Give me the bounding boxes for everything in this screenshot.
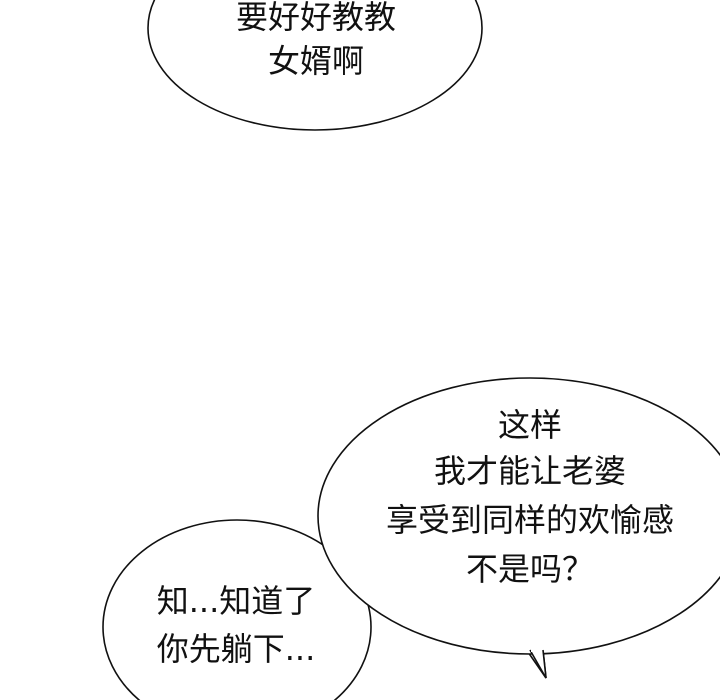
bubble-text-line: 你先躺下...: [157, 630, 316, 668]
speech-bubble-left: 知...知道了 你先躺下...: [102, 519, 372, 700]
bubble-text-line: 知...知道了: [157, 582, 316, 620]
bubble-text-line: 这样: [498, 406, 562, 444]
speech-bubble-right: 这样 我才能让老婆 享受到同样的欢愉感 不是吗？: [317, 377, 720, 679]
speech-bubble-top: 要好好教教 女婿啊: [147, 0, 483, 131]
bubble-text-line: 享受到同样的欢愉感: [386, 501, 674, 539]
bubble-text-line: 要好好教教: [236, 0, 396, 36]
bubble-text-line: 我才能让老婆: [434, 452, 626, 490]
bubble-text-line: 女婿啊: [268, 42, 364, 80]
bubble-text-line: 不是吗？: [466, 550, 594, 588]
